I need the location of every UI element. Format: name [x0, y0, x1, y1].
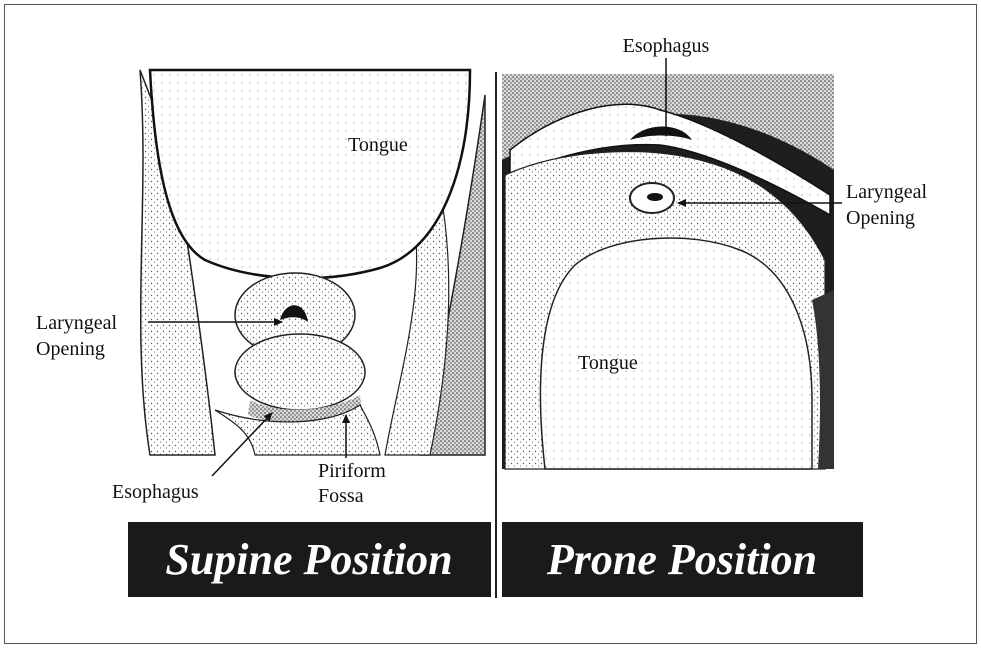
- prone-laryngeal-opening-core: [647, 193, 663, 201]
- prone-tongue-label: Tongue: [578, 352, 638, 374]
- supine-esophagus-shape: [235, 334, 365, 410]
- supine-banner-text: Supine Position: [165, 535, 452, 584]
- supine-laryngeal-label-line1: Laryngeal: [36, 312, 118, 334]
- supine-esophagus-label: Esophagus: [112, 481, 199, 503]
- supine-laryngeal-label-line2: Opening: [36, 338, 105, 360]
- supine-piriform-label-line2: Fossa: [318, 485, 364, 507]
- prone-esophagus-label: Esophagus: [623, 35, 710, 57]
- supine-panel: Tongue Laryngeal Opening Esophagus Pirif…: [36, 70, 491, 597]
- prone-panel: Esophagus Laryngeal Opening Tongue Prone…: [502, 35, 928, 597]
- prone-laryngeal-label-line1: Laryngeal: [846, 181, 928, 203]
- prone-banner-text: Prone Position: [546, 535, 817, 584]
- supine-tongue-label: Tongue: [348, 134, 408, 156]
- supine-piriform-label-line1: Piriform: [318, 460, 386, 482]
- prone-laryngeal-label-line2: Opening: [846, 207, 915, 229]
